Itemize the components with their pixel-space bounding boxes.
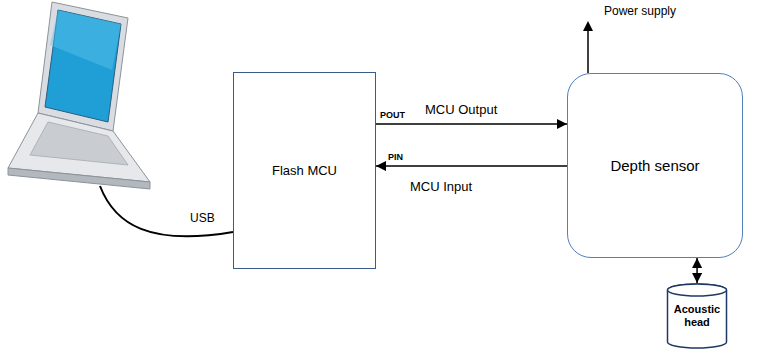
node-label: Acoustic head [669, 303, 725, 329]
power-line [587, 30, 589, 73]
power-arrowhead [583, 21, 593, 31]
cylinder-body [668, 284, 727, 348]
acoustic-head-cylinder: Acoustic head [666, 283, 728, 349]
laptop-screen [45, 10, 121, 122]
laptop-illustration [8, 2, 150, 189]
power-label: Power supply [604, 5, 676, 19]
usb-cable [100, 186, 233, 236]
node-label: Flash MCU [272, 163, 337, 179]
cylinder-outline [666, 283, 728, 349]
pin-name: PIN [388, 152, 403, 162]
signal-arrow [696, 258, 698, 283]
power-supply-arrow [583, 21, 593, 73]
laptop-lid [38, 2, 128, 131]
mcu-box: Flash MCU [233, 72, 376, 269]
interface-label: USB [190, 212, 215, 226]
signal-label: MCU Output [425, 103, 497, 118]
laptop-front-edge [8, 168, 150, 189]
cylinder-top [668, 284, 727, 296]
pin-name: POUT [380, 110, 405, 120]
signal-label: MCU Input [410, 180, 472, 195]
signal-arrow [376, 123, 567, 125]
screen-glare [50, 10, 121, 70]
sensor-box: Depth sensor [567, 73, 743, 258]
node-label: Depth sensor [610, 157, 699, 175]
laptop-keyboard [30, 122, 128, 165]
signal-arrow [376, 165, 567, 167]
